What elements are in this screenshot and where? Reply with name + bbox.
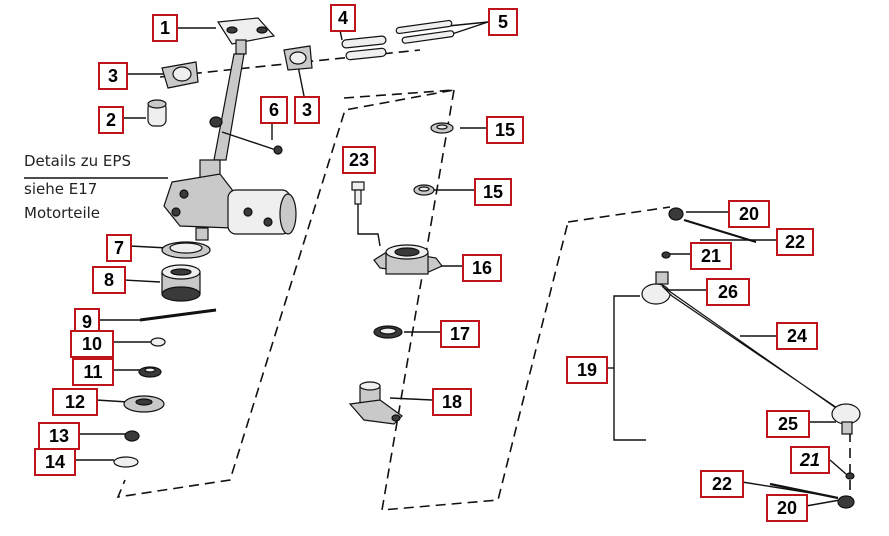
part-15-washer-upper: [430, 122, 454, 134]
group-outline-middle: [381, 89, 569, 511]
part-10-washer: [150, 337, 166, 347]
callout-15-upper: 15: [486, 116, 524, 144]
part-12-flange: [123, 395, 165, 413]
callout-10: 10: [70, 330, 114, 358]
part-16-bracket: [373, 244, 443, 275]
callout-3-left: 3: [98, 62, 128, 90]
part-6-bolt: [221, 131, 283, 155]
part-3-clamp-left: [161, 61, 199, 89]
callout-14: 14: [34, 448, 76, 476]
callout-11: 11: [72, 358, 114, 386]
part-2-bushing: [147, 99, 167, 127]
callout-17: 17: [440, 320, 480, 348]
callout-18: 18: [432, 388, 472, 416]
part-17-seal: [373, 325, 403, 339]
callout-22-bottom: 22: [700, 470, 744, 498]
part-5-bolts: [395, 19, 455, 44]
part-13-nut: [124, 430, 140, 442]
leader-lines: [24, 21, 847, 507]
callout-1: 1: [152, 14, 178, 42]
part-9-pin: [139, 308, 217, 322]
group-outline-left: [116, 89, 455, 499]
callout-13: 13: [38, 422, 80, 450]
part-22-cotter-pin-top: [683, 218, 757, 244]
callout-15-lower: 15: [474, 178, 512, 206]
part-22-cotter-pin-bottom: [769, 482, 839, 500]
part-11-nut: [138, 366, 162, 378]
part-20-nut-bottom: [837, 495, 855, 509]
callout-22-top: 22: [776, 228, 814, 256]
part-21-washer-top: [661, 251, 671, 259]
callout-23: 23: [342, 146, 376, 174]
callout-20-top: 20: [728, 200, 770, 228]
eps-unit: [163, 159, 297, 241]
part-20-nut-top: [668, 207, 684, 221]
part-7-ring: [161, 241, 211, 259]
callout-16: 16: [462, 254, 502, 282]
part-23-bolt: [351, 181, 365, 205]
callout-20-bottom: 20: [766, 494, 808, 522]
callout-2: 2: [98, 106, 124, 134]
part-15-washer-lower: [413, 184, 435, 196]
callout-21-bottom: 21: [790, 446, 830, 474]
callout-24: 24: [776, 322, 818, 350]
part-25-tie-rod-end: [831, 403, 861, 435]
part-18-pitman-arm: [348, 381, 403, 425]
callout-8: 8: [92, 266, 126, 294]
callout-26: 26: [706, 278, 750, 306]
callout-4: 4: [330, 4, 356, 32]
part-4-pin: [341, 35, 387, 61]
callout-21-top: 21: [690, 242, 732, 270]
callout-6: 6: [260, 96, 288, 124]
part-8-bearing: [161, 264, 201, 302]
callout-19: 19: [566, 356, 608, 384]
callout-3-right: 3: [294, 96, 320, 124]
part-21-washer-bottom: [845, 472, 855, 480]
callout-25: 25: [766, 410, 810, 438]
note-line-3: Motorteile: [24, 204, 101, 222]
callout-12: 12: [52, 388, 98, 416]
group-outline-right: [567, 206, 671, 223]
part-1-mounting-plate: [216, 17, 276, 55]
steering-column-shaft: [209, 53, 245, 161]
callout-5: 5: [488, 8, 518, 36]
callout-7: 7: [106, 234, 132, 262]
part-3-clamp-right: [283, 45, 313, 71]
note-line-1: Details zu EPS: [24, 152, 131, 170]
part-14-clip: [113, 456, 139, 468]
part-24-tie-rod: [661, 285, 847, 415]
note-line-2: siehe E17: [24, 180, 98, 198]
